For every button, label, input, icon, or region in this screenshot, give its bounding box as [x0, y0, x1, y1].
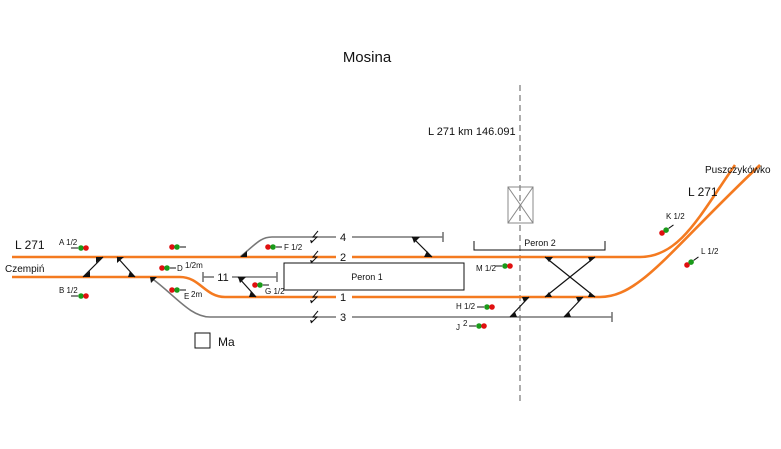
signal-j-icon [468, 322, 488, 330]
signal-a-label: A 1/2 [59, 238, 78, 247]
track-label-4: 4 [340, 232, 346, 244]
signal-j-sub: 2 [463, 319, 468, 328]
signal-l-label: L 1/2 [701, 247, 719, 256]
legend-ma-label: Ma [218, 335, 235, 349]
line-label-left: L 271 [15, 238, 45, 252]
platform-2 [473, 241, 606, 251]
track-label-3: 3 [340, 312, 346, 324]
direction-label-left: Czempiń [5, 264, 44, 275]
signal-j-label: J [456, 323, 460, 332]
signal-h-icon [476, 303, 496, 311]
kilometrage-label: L 271 km 146.091 [428, 126, 516, 138]
signal-unlabeled-icon [168, 243, 187, 251]
station-title: Mosina [343, 49, 392, 66]
signal-l-icon [682, 254, 701, 270]
signal-f-icon [264, 243, 283, 251]
legend-ma-box [194, 332, 211, 349]
direction-label-right: Puszczykówko [705, 165, 771, 176]
track-label-11: 11 [217, 272, 228, 284]
signal-d-icon [158, 264, 177, 272]
signal-g-label: G 1/2 [265, 287, 285, 296]
line-label-right: L 271 [688, 185, 718, 199]
platform-2-label: Peron 2 [524, 238, 556, 248]
track-1-main[interactable] [12, 164, 761, 299]
signal-e-sub: 2m [191, 290, 202, 299]
signal-m-icon [494, 262, 514, 270]
signal-k-icon [657, 222, 676, 238]
platform-1 [283, 262, 465, 291]
switches [82, 236, 596, 318]
track-label-1: 1 [340, 292, 346, 304]
track-3[interactable] [149, 276, 612, 318]
signal-m-label: M 1/2 [476, 264, 497, 273]
signal-b-label: B 1/2 [59, 286, 78, 295]
signal-d-sub: 1/2m [185, 261, 203, 270]
signal-h-label: H 1/2 [456, 302, 476, 311]
signal-e-label: E [184, 292, 189, 301]
track-2-main[interactable] [12, 164, 737, 259]
signal-f-label: F 1/2 [284, 243, 303, 252]
signal-d-label: D [177, 264, 183, 273]
platform-1-label: Peron 1 [351, 272, 383, 282]
station-building-icon [507, 186, 534, 224]
signal-k-label: K 1/2 [666, 212, 685, 221]
track-label-2: 2 [340, 252, 346, 264]
